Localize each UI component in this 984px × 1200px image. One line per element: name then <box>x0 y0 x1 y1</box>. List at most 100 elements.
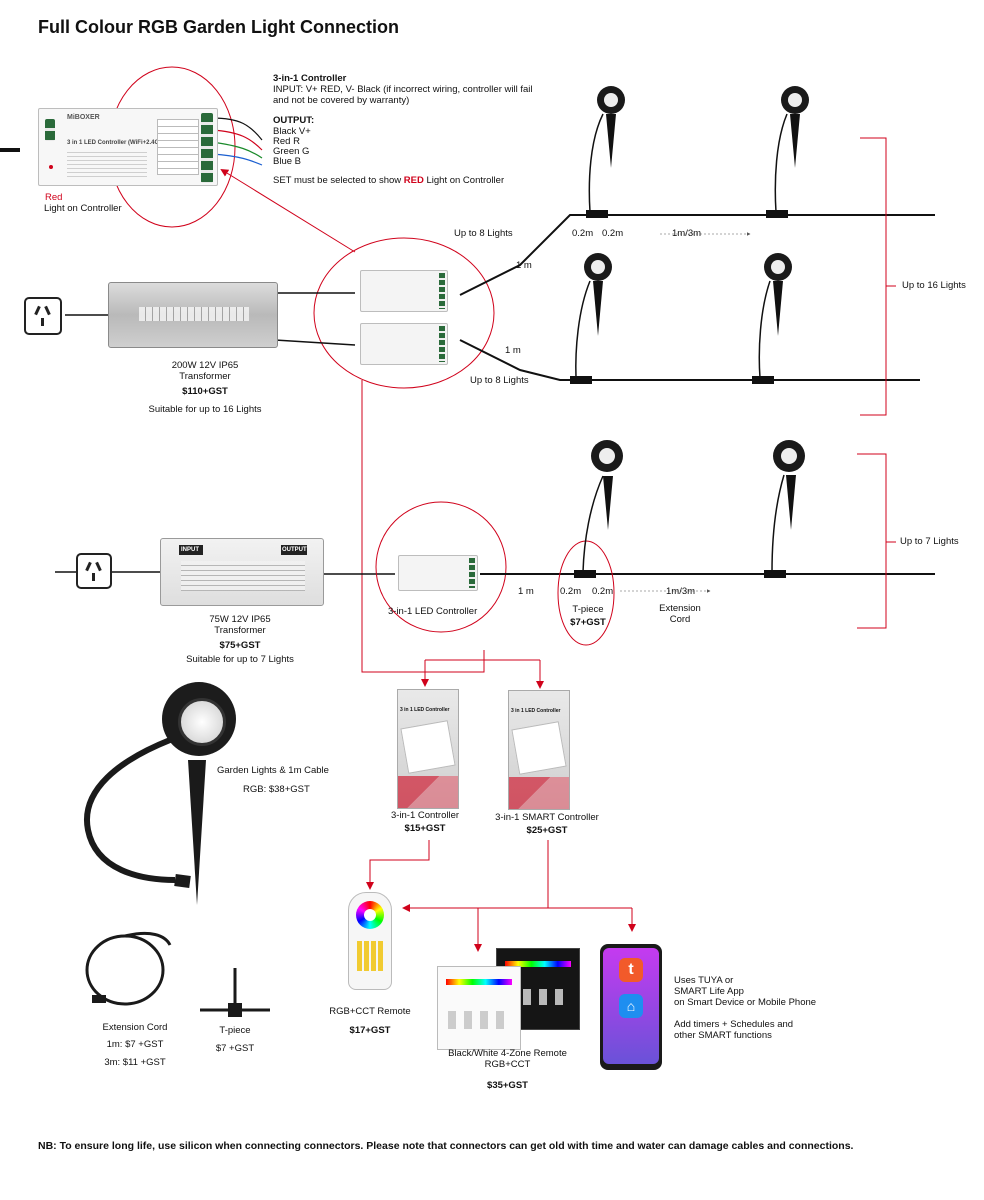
cable1-label: 1 m <box>516 260 532 271</box>
red-led-indicator <box>49 165 53 169</box>
spacing-b-200w: 0.2m <box>602 228 624 239</box>
garden-light-icon <box>591 440 623 472</box>
cable-75w: 1 m <box>518 586 534 597</box>
remote-price: $17+GST <box>349 1025 391 1036</box>
garden-light-icon <box>773 440 805 472</box>
set-red: RED <box>403 175 424 186</box>
controller-input-line1: INPUT: V+ RED, V- Black (if incorrect wi… <box>273 84 533 95</box>
white-wall-remote <box>437 966 521 1050</box>
page-title: Full Colour RGB Garden Light Connection <box>38 17 399 37</box>
smart-box-title: 3 in 1 LED Controller <box>511 708 561 714</box>
app-line3: on Smart Device or Mobile Phone <box>674 997 817 1008</box>
tpiece-price: $7+GST <box>570 617 606 628</box>
power-outlet-icon <box>76 553 112 589</box>
output-blue: Blue B <box>273 156 301 167</box>
controller-box: 3 in 1 LED Controller <box>397 689 459 809</box>
branch-wires-200w <box>459 214 935 381</box>
transformer-200w-price: $110+GST <box>182 386 228 397</box>
footer-note: NB: To ensure long life, use silicon whe… <box>38 1140 854 1152</box>
garden-light-label: Garden Lights & 1m Cable <box>217 765 329 776</box>
red-link-line <box>361 380 485 673</box>
transformer-75w: INPUT OUTPUT <box>160 538 324 606</box>
controller-detail-device: MiBOXER 3 in 1 LED Controller (WiFi+2.4G… <box>38 108 218 186</box>
controller-200w-b <box>360 323 448 365</box>
transformer-75w-type: Transformer <box>214 625 266 636</box>
controller-product-label: 3-in-1 Controller <box>390 810 460 821</box>
output-red: Red R <box>273 136 300 147</box>
output-green: Green G <box>273 146 310 157</box>
device-table <box>157 119 199 175</box>
controller-75w-circle <box>375 501 507 633</box>
red-light-label: Light on Controller <box>44 203 122 214</box>
app-line4: Add timers + Schedules and <box>674 1019 794 1030</box>
controller-input-line2: and not be covered by warranty) <box>273 95 410 106</box>
garden-light-price: RGB: $38+GST <box>243 784 310 795</box>
app-line1: Uses TUYA or <box>674 975 734 986</box>
app-line2: SMART Life App <box>674 986 744 997</box>
extension-line1: Extension <box>659 603 701 614</box>
red-label: Red <box>45 192 63 203</box>
output-black: Black V+ <box>273 126 311 137</box>
tpiece-label: T-piece <box>572 604 604 615</box>
branch2-label: Up to 8 Lights <box>470 375 529 386</box>
extension-price-1m: 1m: $7 +GST <box>106 1039 164 1050</box>
smart-controller-label: 3-in-1 SMART Controller <box>495 812 599 823</box>
spacing-a-200w: 0.2m <box>572 228 594 239</box>
remote-label: RGB+CCT Remote <box>329 1006 411 1017</box>
set-suffix: Light on Controller <box>426 175 505 186</box>
power-outlet-icon <box>24 297 62 335</box>
controller-75w <box>398 555 478 591</box>
set-instruction: SET must be selected to show RED Light o… <box>273 175 504 187</box>
spacing-a-75w: 0.2m <box>560 586 582 597</box>
controller-200w-a <box>360 270 448 312</box>
device-terminals <box>201 113 213 183</box>
transformer-75w-price: $75+GST <box>219 640 261 651</box>
transformer-200w <box>108 282 278 348</box>
garden-light-icon <box>584 253 612 281</box>
garden-light-head <box>162 682 236 756</box>
controller-info-heading: 3-in-1 Controller <box>273 73 347 84</box>
dual-controller-circle <box>313 237 495 389</box>
rgb-remote-image <box>348 892 392 990</box>
bracket-16 <box>860 137 887 416</box>
color-wheel-icon <box>356 901 384 929</box>
transformer-75w-suitability: Suitable for up to 7 Lights <box>186 654 294 665</box>
bracket-7 <box>857 453 887 629</box>
smart-controller-price: $25+GST <box>526 825 568 836</box>
bracket-7-label: Up to 7 Lights <box>900 536 959 547</box>
device-brand: MiBOXER <box>67 114 100 121</box>
wall-remote-line1: Black/White 4-Zone Remote <box>448 1048 567 1059</box>
spacing-c-75w: 1m/3m <box>666 586 696 597</box>
device-name: 3 in 1 LED Controller (WiFi+2.4G) <box>67 140 162 146</box>
tuya-app-icon: t <box>619 958 643 982</box>
controller-output-heading: OUTPUT: <box>273 115 315 126</box>
transformer-200w-name: 200W 12V IP65 <box>171 360 239 371</box>
spacing-b-75w: 0.2m <box>592 586 614 597</box>
smart-phone-image: t ⌂ <box>600 944 662 1070</box>
garden-light-icon <box>764 253 792 281</box>
wall-remote-line2: RGB+CCT <box>484 1059 531 1070</box>
extension-line2: Cord <box>669 614 691 625</box>
controller-75w-label: 3-in-1 LED Controller <box>388 606 478 617</box>
detail-arrow <box>220 168 356 253</box>
branch1-label: Up to 8 Lights <box>454 228 513 239</box>
extension-price-3m: 3m: $11 +GST <box>104 1057 166 1068</box>
output-wires-detail <box>211 117 263 166</box>
product-arrows <box>366 659 636 952</box>
smart-life-app-icon: ⌂ <box>619 994 643 1018</box>
bracket-16-label: Up to 16 Lights <box>902 280 966 291</box>
controller-product-price: $15+GST <box>404 823 446 834</box>
psu-input-label: INPUT <box>181 547 199 553</box>
garden-light-icon <box>781 86 809 114</box>
tpiece-product-label: T-piece <box>219 1025 251 1036</box>
input-terminals <box>45 119 55 141</box>
transformer-75w-name: 75W 12V IP65 <box>209 614 271 625</box>
controller-box-title: 3 in 1 LED Controller <box>400 707 450 713</box>
set-prefix: SET must be selected to show <box>273 175 402 186</box>
transformer-200w-suitability: Suitable for up to 16 Lights <box>148 404 262 415</box>
tpiece-product-price: $7 +GST <box>215 1043 255 1054</box>
smart-controller-box: 3 in 1 LED Controller <box>508 690 570 810</box>
